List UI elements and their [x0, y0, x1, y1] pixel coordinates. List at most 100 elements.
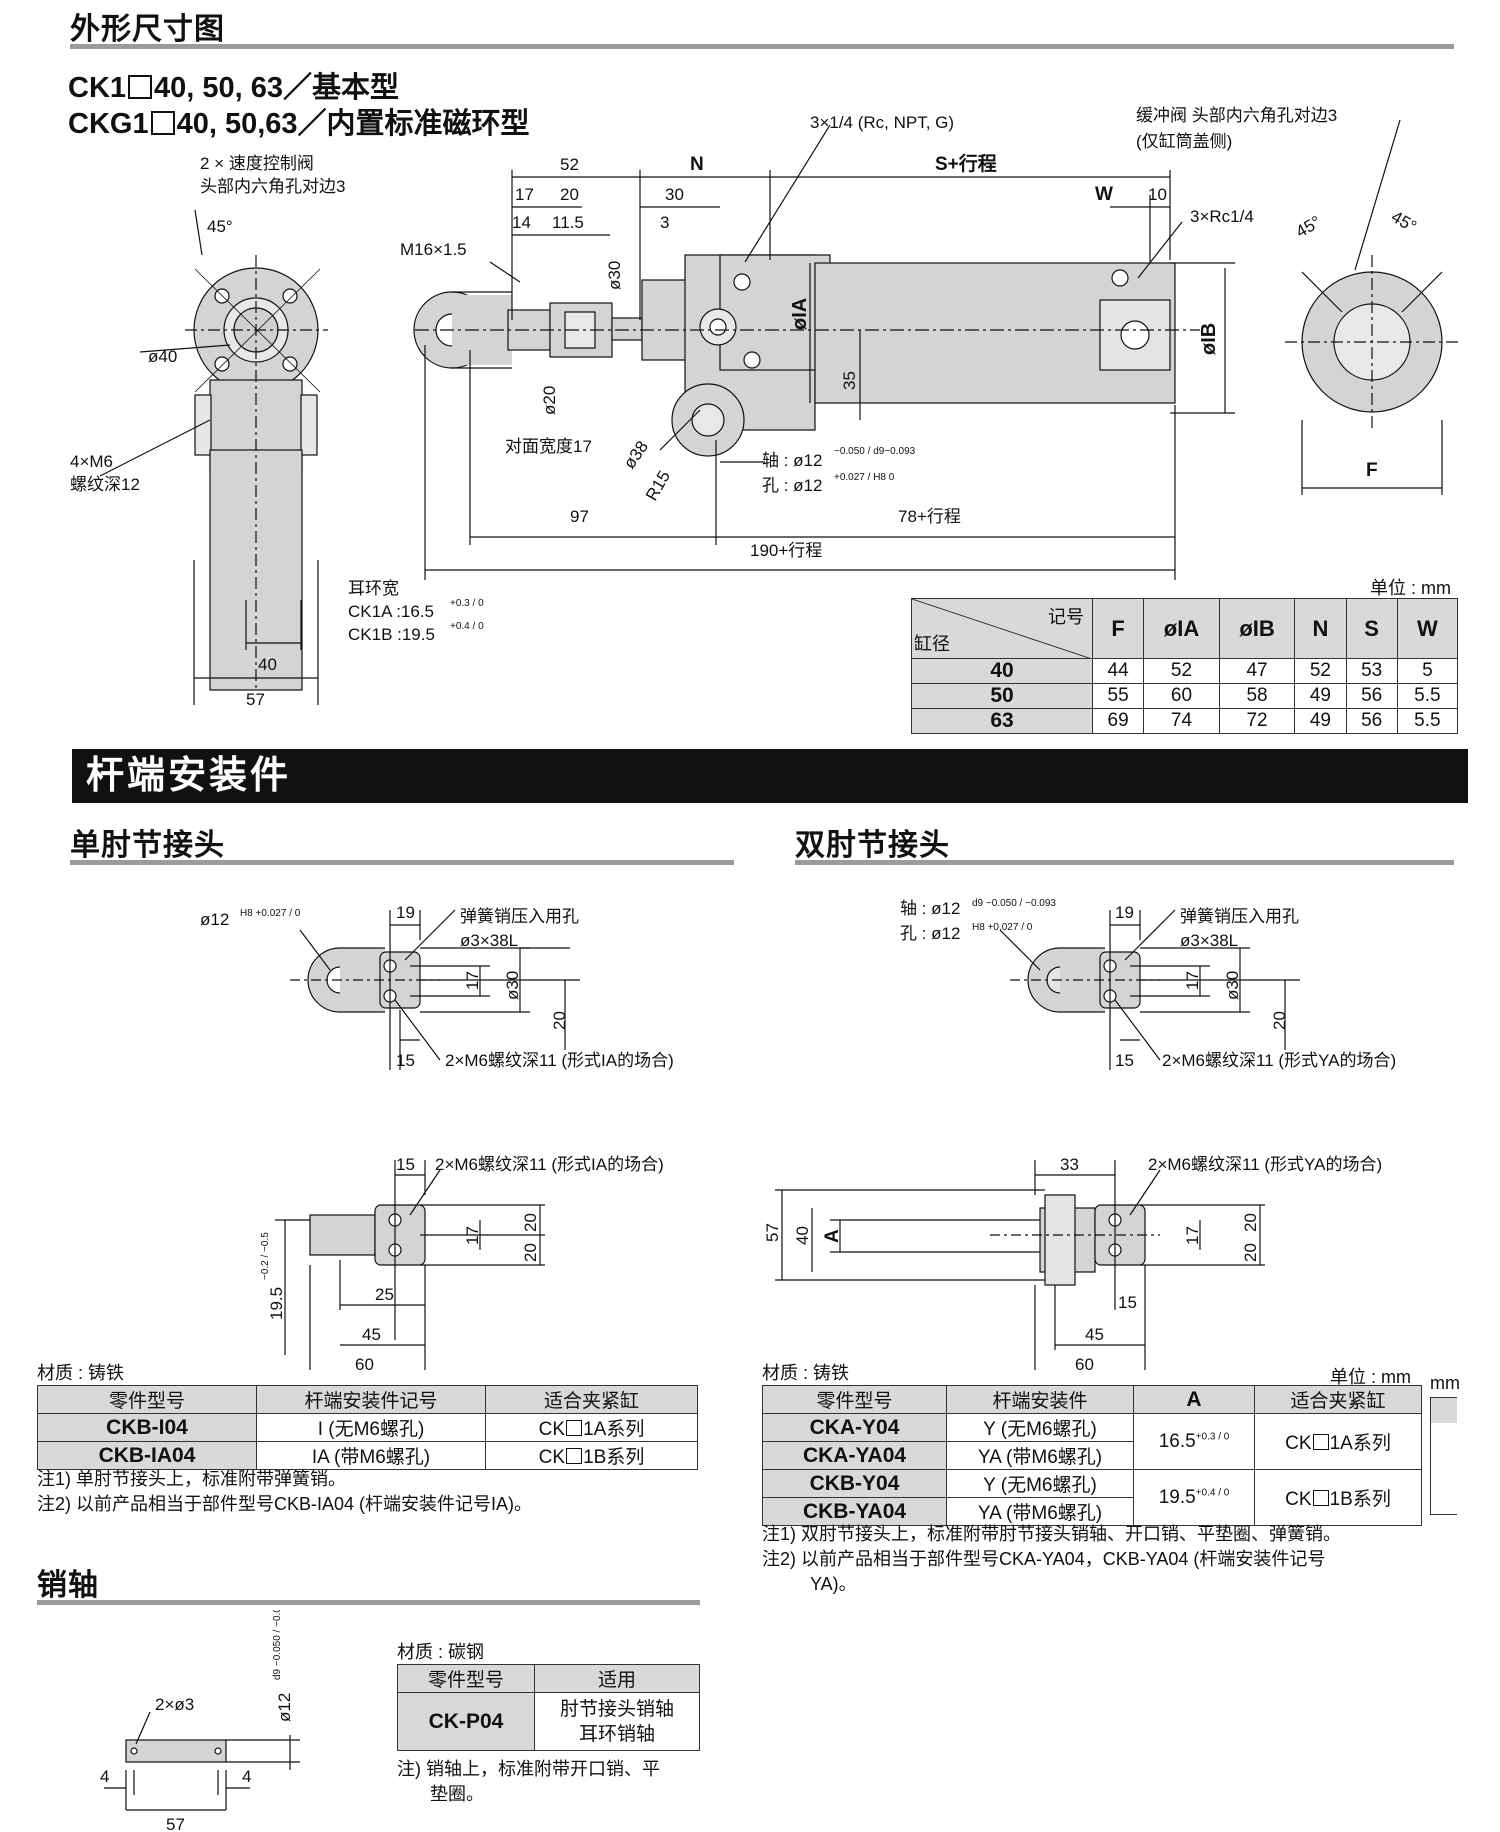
dim-11-5: 11.5 [552, 213, 584, 232]
label-port: 3×1/4 (Rc, NPT, G) [810, 113, 954, 132]
pin-table: 零件型号 适用 CK-P04 肘节接头销轴耳环销轴 [397, 1664, 700, 1751]
label-angle-45: 45° [207, 217, 233, 236]
label-cushion-2: (仅缸筒盖侧) [1136, 131, 1232, 151]
label-shaft-tol: −0.050 / d9−0.093 [834, 446, 916, 457]
double-b33: 33 [1060, 1155, 1079, 1174]
double-note-2: 注2) 以前产品相当于部件型号CKA-YA04，CKB-YA04 (杆端安装件记… [762, 1549, 1326, 1569]
label-ck1b: CK1B :19.5 [348, 625, 435, 644]
pin-2x3: 2×ø3 [155, 1695, 194, 1714]
label-angle-45-b: 45° [1388, 207, 1420, 236]
label-hole: 孔 : ø12 [762, 476, 822, 495]
single-spring: 弹簧销压入用孔 [460, 907, 579, 926]
single-material: 材质 : 铸铁 [37, 1363, 125, 1383]
label-speed-valve: 2 × 速度控制阀 [200, 154, 314, 173]
pin-drawing: 2×ø3 ø12 d9 −0.050 / −0.093 4 4 57 [100, 1610, 300, 1830]
col-S: S [1345, 598, 1398, 659]
single-rule [70, 860, 734, 865]
col-N: N [1294, 598, 1347, 659]
pin-material: 材质 : 碳钢 [397, 1642, 485, 1662]
double-shaft-tol: d9 −0.050 / −0.093 [972, 898, 1056, 909]
double-shaft: 轴 : ø12 [900, 899, 960, 918]
single-dim-17: 17 [463, 971, 482, 990]
col-W: W [1396, 598, 1459, 659]
label-angle-45-a: 45° [1293, 212, 1325, 241]
double-bA: A [822, 1229, 843, 1243]
col-IA: øIA [1143, 598, 1220, 659]
single-b19-5-tol: −0.2 / −0.5 [260, 1232, 271, 1280]
single-dim-15: 15 [396, 1051, 415, 1070]
dim-97: 97 [570, 507, 589, 526]
double-clevis-title: 双肘节接头 [795, 829, 950, 862]
dim-dia-20: ø20 [540, 386, 559, 415]
double-note-1: 注1) 双肘节接头上，标准附带肘节接头销轴、开口销、平垫圈、弹簧销。 [762, 1524, 1342, 1544]
dim-40: 40 [258, 655, 277, 674]
double-b17: 17 [1183, 1226, 1202, 1245]
dim-3: 3 [660, 213, 669, 232]
dim-30: 30 [665, 185, 684, 204]
single-b25: 25 [375, 1285, 394, 1304]
single-b45: 45 [362, 1325, 381, 1344]
pin-title: 销轴 [37, 1569, 99, 1602]
double-clevis-drawing: 轴 : ø12 d9 −0.050 / −0.093 孔 : ø12 H8 +0… [763, 898, 1396, 1370]
label-ear-width: 耳环宽 [348, 579, 399, 598]
pin-57: 57 [166, 1815, 185, 1830]
pin-d12: ø12 [275, 1693, 294, 1722]
single-note-1: 注1) 单肘节接头上，标准附带弹簧销。 [37, 1469, 347, 1489]
dim-IB: øIB [1198, 323, 1220, 355]
single-b15: 15 [396, 1155, 415, 1174]
single-note-2: 注2) 以前产品相当于部件型号CKB-IA04 (杆端安装件记号IA)。 [37, 1494, 533, 1514]
side-unit: mm [1430, 1373, 1460, 1393]
single-clevis-drawing: ø12 H8 +0.027 / 0 19 弹簧销压入用孔 ø3×38L 17 ø… [200, 903, 674, 1370]
box-symbol [566, 1420, 583, 1436]
single-clevis-title: 单肘节接头 [70, 829, 225, 862]
double-b20b: 20 [1241, 1243, 1260, 1262]
box-symbol [150, 111, 175, 135]
diagonal-header: 记号 缸径 [911, 598, 1093, 659]
double-b45: 45 [1085, 1325, 1104, 1344]
dim-dia-38: ø38 [620, 437, 652, 472]
col-F: F [1091, 598, 1145, 659]
pin-4b: 4 [242, 1767, 251, 1786]
double-b57: 57 [763, 1223, 782, 1242]
table-row: CKB-YA04 YA (带M6螺孔) [762, 1497, 1422, 1526]
label-shaft: 轴 : ø12 [762, 451, 822, 470]
label-d40: ø40 [148, 347, 177, 366]
section-title: 外形尺寸图 [70, 13, 225, 46]
dim-57: 57 [246, 690, 265, 709]
dim-190: 190+行程 [750, 541, 822, 560]
double-m6-note: 2×M6螺纹深11 (形式YA的场合) [1162, 1051, 1396, 1070]
pin-rule [37, 1600, 700, 1605]
double-dim-15: 15 [1115, 1051, 1134, 1070]
single-b17: 17 [463, 1226, 482, 1245]
dim-W: W [1095, 184, 1113, 205]
single-pin: ø3×38L [460, 931, 518, 950]
double-hole-tol: H8 +0.027 / 0 [972, 922, 1033, 933]
label-4xm6: 4×M6 [70, 452, 113, 471]
double-material: 材质 : 铸铁 [762, 1363, 850, 1383]
dim-20: 20 [560, 185, 579, 204]
label-ck1a-tol: +0.3 / 0 [450, 598, 484, 609]
double-dim-20: 20 [1270, 1011, 1289, 1030]
single-m6-note: 2×M6螺纹深11 (形式IA的场合) [445, 1051, 674, 1070]
single-dim-30: ø30 [503, 971, 522, 1000]
dim-dia-30: ø30 [605, 261, 624, 290]
main-drawing: 2 × 速度控制阀 头部内六角孔对边3 45° ø40 4×M6 螺纹深12 耳… [70, 106, 1460, 709]
label-speed-valve-2: 头部内六角孔对边3 [200, 177, 345, 196]
label-flat-17: 对面宽度17 [505, 437, 592, 456]
pin-d12-tol: d9 −0.050 / −0.093 [272, 1610, 283, 1680]
pin-note-2: 垫圈。 [430, 1784, 484, 1804]
dim-table-unit: 单位 : mm [1370, 578, 1451, 598]
dim-N: N [690, 154, 704, 175]
dim-78: 78+行程 [898, 507, 961, 526]
dim-17: 17 [515, 185, 534, 204]
